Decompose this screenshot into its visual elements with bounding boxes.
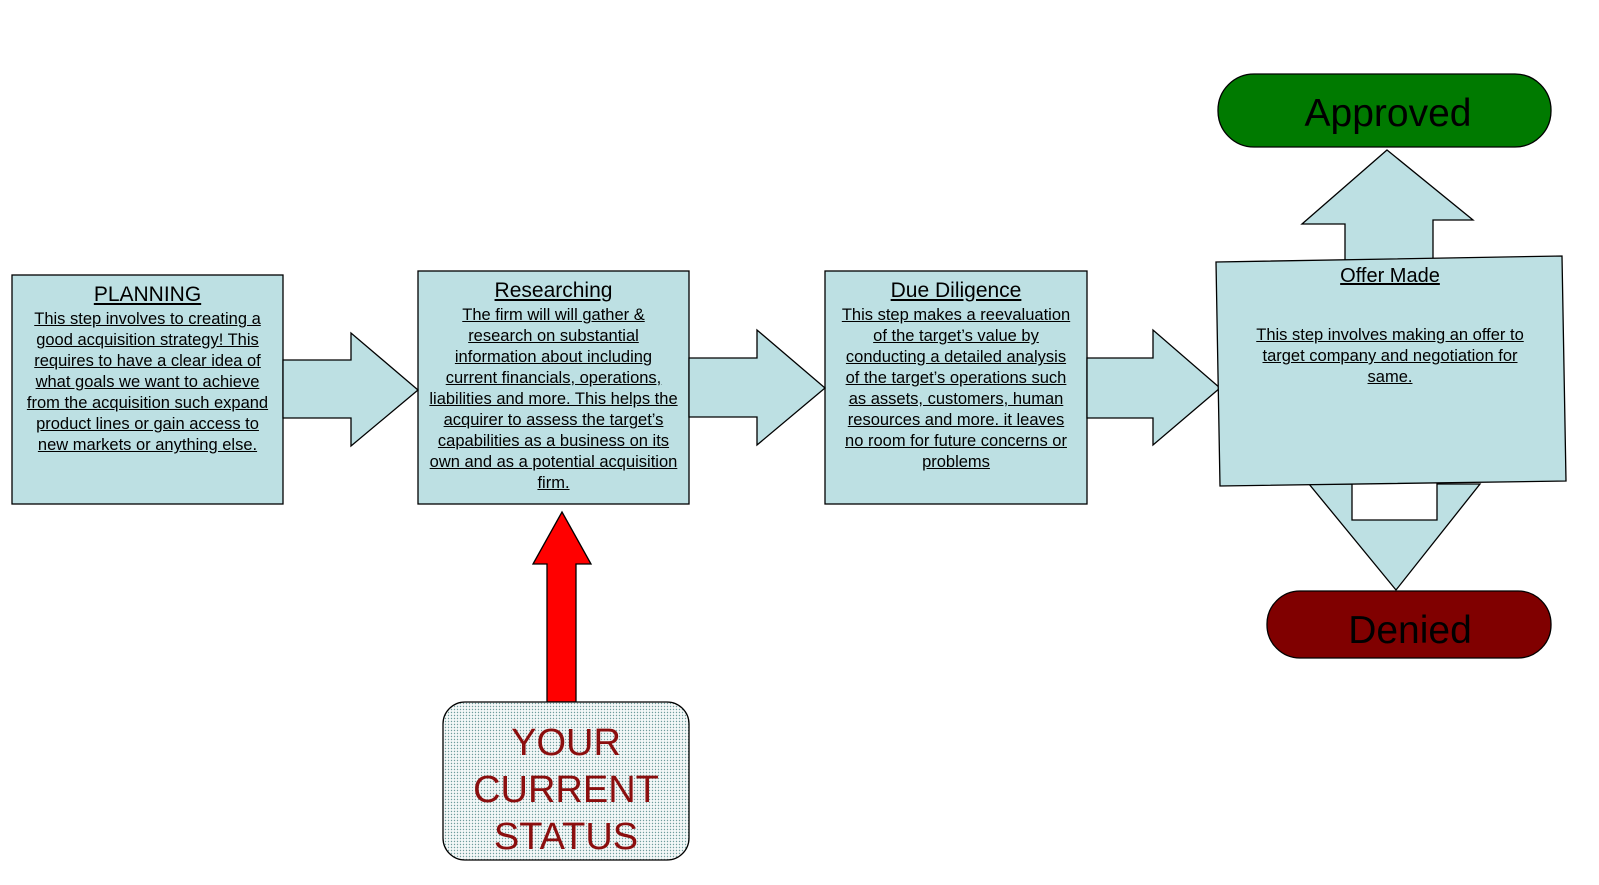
due-diligence-box: [824, 270, 1088, 505]
arrow-researching-to-due-diligence: [688, 328, 827, 447]
denied-pill: [1266, 590, 1552, 659]
researching-box: [417, 270, 690, 505]
due-diligence-title: Due Diligence: [890, 279, 1022, 302]
offer-made-box: [1215, 255, 1567, 487]
offer-made-step: Offer Made This step involves making an …: [1232, 265, 1548, 485]
planning-step: PLANNING This step involves to creating …: [12, 275, 283, 504]
current-status-arrow: [531, 510, 593, 703]
planning-title: PLANNING: [93, 283, 202, 306]
arrow-offer-to-denied: [1307, 483, 1482, 592]
planning-box: [11, 274, 284, 505]
current-status-box: [442, 701, 690, 861]
current-status-label: YOUR CURRENT STATUS: [473, 722, 659, 858]
researching-step: Researching The firm will will gather & …: [418, 271, 689, 504]
approved-label: Approved: [1304, 92, 1472, 135]
researching-title: Researching: [494, 279, 613, 302]
offer-made-description: This step involves making an offer to ta…: [1256, 326, 1524, 386]
due-diligence-description: This step makes a reevaluation of the ta…: [841, 306, 1071, 472]
planning-description: This step involves to creating a good ac…: [26, 310, 269, 455]
approved-pill: [1217, 73, 1552, 148]
due-diligence-step: Due Diligence This step makes a reevalua…: [825, 271, 1087, 504]
arrow-offer-to-approved: [1300, 149, 1475, 263]
offer-made-title: Offer Made: [1340, 265, 1440, 287]
arrow-due-diligence-to-offer: [1086, 328, 1221, 447]
denied-label: Denied: [1348, 609, 1472, 652]
researching-description: The firm will will gather & research on …: [429, 306, 678, 493]
arrow-planning-to-researching: [282, 331, 420, 448]
